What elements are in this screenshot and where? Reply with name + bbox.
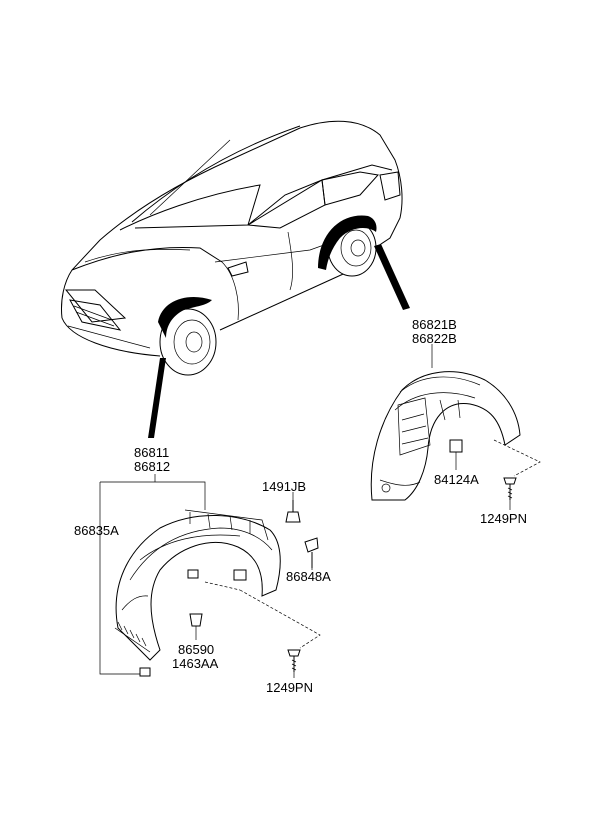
front-leader-wedge (148, 358, 166, 438)
label-1249pn-front: 1249PN (266, 680, 313, 695)
label-86590: 86590 (178, 642, 214, 657)
car-illustration (61, 120, 403, 376)
front-clip-bottom (139, 667, 151, 677)
nut-86590 (189, 613, 203, 627)
label-84124a: 84124A (434, 472, 479, 487)
label-1463aa: 1463AA (172, 656, 219, 671)
screw-1249pn-front (287, 649, 301, 672)
screw-1249pn-rear (503, 477, 517, 500)
clip-1491jb (285, 500, 301, 523)
label-1491jb: 1491JB (262, 479, 306, 494)
label-1249pn-rear: 1249PN (480, 511, 527, 526)
label-86811: 86811 (134, 445, 169, 460)
clip-86848a (304, 537, 319, 568)
front-wheel-liner (114, 509, 281, 661)
label-86848a: 86848A (286, 569, 331, 584)
rear-wheel-liner (370, 371, 521, 501)
label-86822b: 86822B (412, 331, 457, 346)
rear-leader-wedge (374, 244, 410, 310)
label-86812: 86812 (134, 459, 170, 474)
label-86821b: 86821B (412, 317, 457, 332)
nut-84124a (449, 439, 463, 453)
label-86835a: 86835A (74, 523, 119, 538)
leader-lines (99, 344, 541, 678)
